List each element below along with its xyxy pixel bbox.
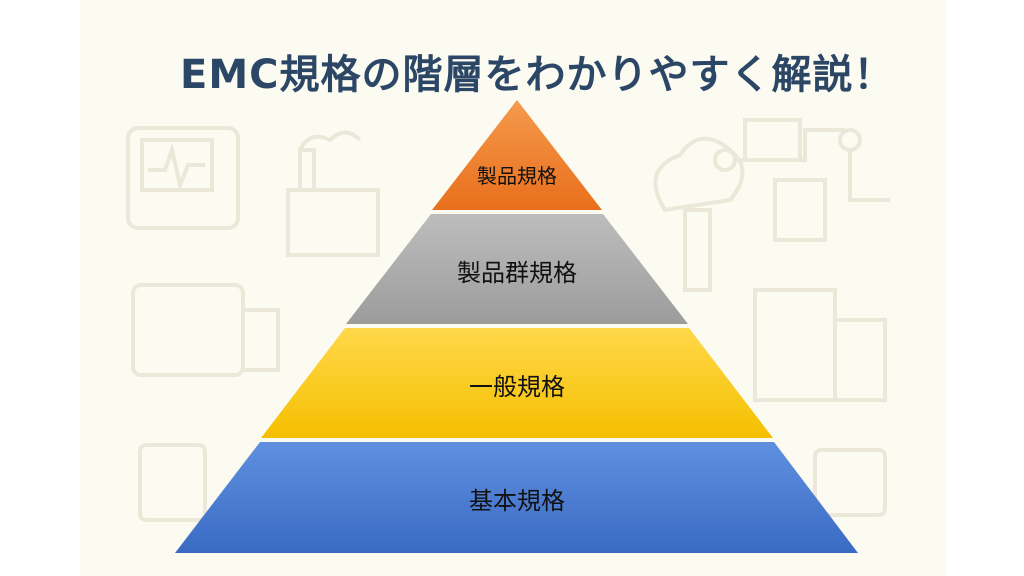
pyramid-level-basic	[175, 442, 858, 553]
factory-icon	[286, 188, 380, 257]
level-label-product-family: 製品群規格	[457, 259, 577, 287]
meter-icon	[138, 443, 207, 522]
device-icon	[131, 283, 245, 377]
tool-icon	[813, 448, 887, 517]
level-label-generic: 一般規格	[469, 373, 565, 401]
tree-icon	[653, 136, 745, 213]
page-title: EMC規格の階層をわかりやすく解説！	[180, 52, 895, 98]
pyramid-level-generic	[261, 328, 773, 438]
level-label-basic: 基本規格	[469, 487, 565, 515]
oscilloscope-icon	[126, 126, 240, 230]
pyramid-level-product	[432, 100, 602, 210]
level-label-product: 製品規格	[477, 164, 557, 188]
building-icon	[753, 288, 837, 402]
pyramid-level-product-family	[346, 214, 688, 324]
network-icon	[713, 148, 737, 172]
